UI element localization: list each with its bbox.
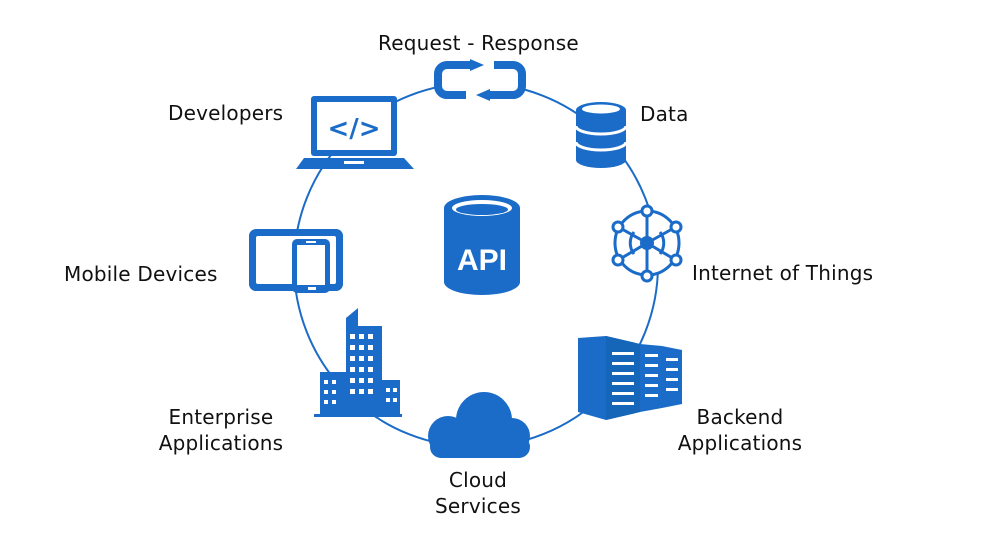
label-enterprise-line2: Applications: [158, 431, 284, 455]
label-developers: Developers: [168, 101, 284, 125]
label-cloud-line1: Cloud: [448, 468, 508, 492]
tablet-phone-icon: [249, 229, 343, 293]
label-enterprise-line1: Enterprise: [168, 405, 274, 429]
label-mobile-devices: Mobile Devices: [64, 262, 218, 286]
cloud-icon: [428, 392, 530, 458]
iot-hub-icon: [611, 204, 683, 283]
sync-arrows-icon: [434, 59, 526, 101]
label-internet-of-things: Internet of Things: [692, 261, 874, 285]
label-enterprise-applications: Enterprise Applications: [148, 404, 294, 456]
label-backend-applications: Backend Applications: [670, 404, 810, 456]
label-backend-line2: Applications: [677, 431, 803, 455]
laptop-code-icon: </>: [296, 96, 414, 169]
server-rack-icon: [578, 336, 682, 420]
api-cylinder-icon: API: [444, 195, 520, 295]
label-cloud-line2: Services: [435, 494, 521, 518]
code-brackets-icon: </>: [327, 114, 380, 144]
label-data: Data: [640, 102, 689, 126]
label-cloud-services: Cloud Services: [418, 467, 538, 519]
database-icon: [574, 102, 628, 168]
office-building-icon: [314, 308, 402, 417]
label-request-response: Request - Response: [378, 31, 579, 55]
api-label: API: [457, 244, 507, 277]
label-backend-line1: Backend: [696, 405, 784, 429]
